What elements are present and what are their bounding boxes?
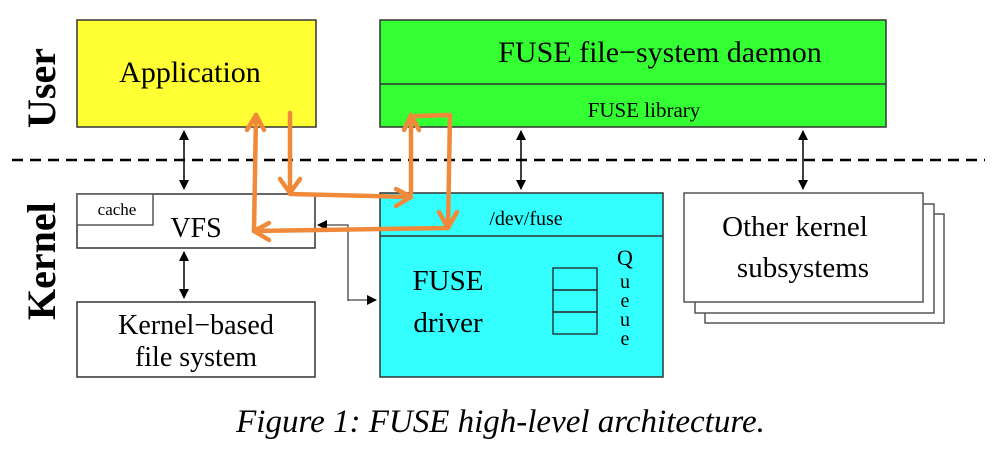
fuse-driver-label-line2: driver bbox=[413, 307, 483, 339]
fuse-library-label: FUSE library bbox=[588, 98, 701, 122]
kernel-fs-label-line2: file system bbox=[135, 342, 257, 373]
flow-vfs-to-devfuse bbox=[287, 191, 414, 200]
kernel-lane-label: Kernel bbox=[19, 202, 64, 320]
application-box: Application bbox=[76, 19, 317, 128]
flow-arrowhead bbox=[393, 186, 414, 209]
flow-library-to-devfuse bbox=[413, 112, 453, 231]
queue-letter: u bbox=[620, 309, 630, 331]
cache-box bbox=[76, 193, 154, 226]
fuse-driver-label-line1: FUSE bbox=[413, 265, 484, 297]
user-lane-label: User bbox=[19, 48, 64, 128]
queue-slot bbox=[552, 311, 598, 335]
queue-letter: e bbox=[621, 328, 630, 350]
other-kernel-label-line2: subsystems bbox=[737, 252, 869, 284]
flow-arrowhead bbox=[244, 112, 267, 133]
vfs-label: VFS bbox=[170, 213, 221, 244]
fuse-daemon-label: FUSE file−system daemon bbox=[498, 36, 822, 69]
cache-label: cache bbox=[98, 200, 137, 219]
fuse-daemon-box: FUSE file−system daemon FUSE library bbox=[379, 19, 887, 128]
figure-caption: Figure 1: FUSE high-level architecture. bbox=[236, 404, 765, 440]
other-kernel-label-line1: Other kernel bbox=[722, 211, 868, 243]
other-kernel-subsystems-box: Other kernel subsystems bbox=[683, 192, 945, 324]
kernel-fs-label-line1: Kernel−based bbox=[118, 310, 274, 341]
flow-devfuse-to-vfs bbox=[251, 225, 451, 234]
queue-letter: Q bbox=[617, 245, 633, 270]
queue-slots bbox=[552, 267, 598, 335]
kernel-fs-box: Kernel−based file system bbox=[76, 301, 316, 378]
queue-letter: u bbox=[620, 271, 630, 293]
flow-vfs-to-app bbox=[251, 112, 259, 234]
application-label: Application bbox=[119, 56, 261, 89]
dev-fuse-label: /dev/fuse bbox=[489, 208, 562, 230]
vfs-fuse-driver-connector bbox=[317, 220, 349, 301]
queue-letter: e bbox=[621, 290, 630, 312]
flow-arrowhead bbox=[401, 112, 422, 133]
vfs-box: cache VFS bbox=[76, 193, 316, 249]
request-flow-path bbox=[244, 110, 460, 243]
